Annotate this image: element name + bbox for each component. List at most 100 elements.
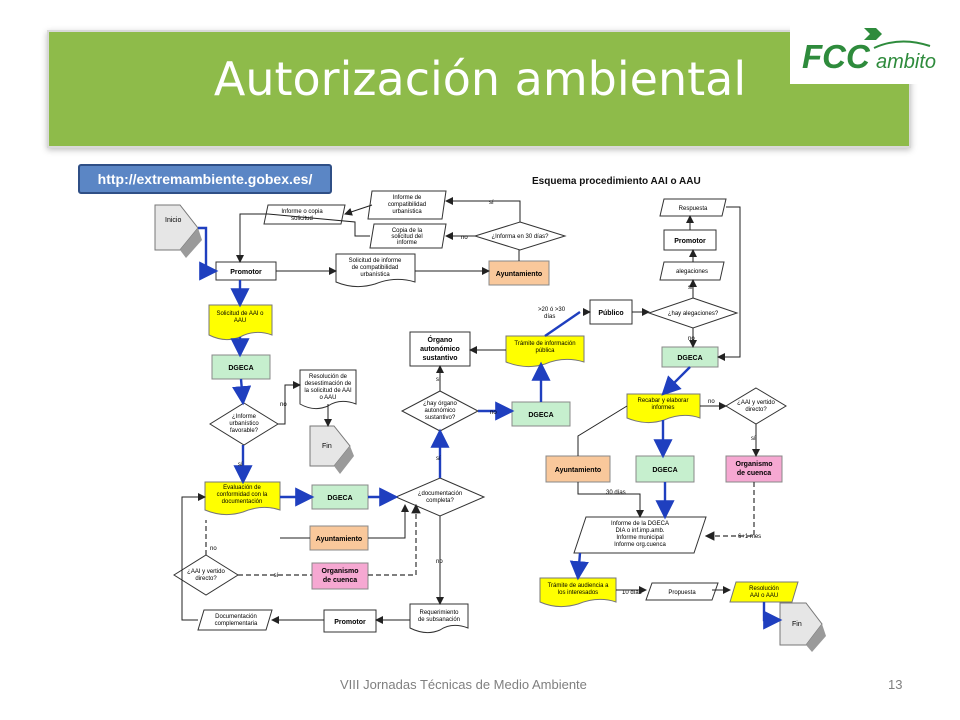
ayuntamiento-node-top: Ayuntamiento — [488, 260, 550, 286]
node-text: ¿AAI y vertido — [187, 569, 225, 575]
node-text: Público — [598, 310, 623, 317]
node-text: de compatibilidad — [352, 265, 399, 271]
node-text: Ayuntamiento — [496, 271, 542, 278]
edge-label: sí — [238, 462, 243, 468]
resolucion-aai-node: Resolución AAI o AAU — [729, 581, 799, 603]
node-text: Requerimiento — [419, 610, 459, 616]
node-text: Promotor — [230, 269, 262, 276]
node-text: Ayuntamiento — [555, 467, 601, 474]
node-text: la solicitud de AAI — [304, 388, 352, 394]
node-text: de cuenca — [323, 577, 357, 584]
dgeca-node-mid: DGECA — [511, 401, 571, 427]
promotor-node-top: Promotor — [215, 261, 277, 281]
node-text: Solicitud de informe — [349, 258, 402, 264]
node-text: solicitud del — [391, 234, 422, 240]
node-text: de cuenca — [737, 470, 771, 477]
requerimiento-subsanacion-node: Requerimiento de subsanación — [409, 603, 469, 634]
node-text: directo? — [195, 576, 217, 582]
fcc-ambito-logo: ambito FCC ambito — [790, 22, 938, 84]
publico-node: Público — [589, 299, 633, 325]
dgeca-node-right: DGECA — [661, 346, 719, 368]
edge-label: >20 ó >30 — [538, 307, 566, 313]
node-text: solicitud — [291, 216, 313, 222]
node-text: urbanístico — [229, 421, 259, 427]
organo-autonomico-node: Órgano autonómico sustantivo — [409, 331, 471, 367]
node-text: Documentación — [215, 614, 257, 620]
alegaciones-node: alegaciones — [659, 261, 725, 281]
svg-text:ambito: ambito — [876, 51, 936, 73]
node-text: Informe de la DGECA — [611, 521, 669, 527]
edge-label: sí — [751, 436, 756, 442]
organismo-cuenca-node-left: Organismo de cuenca — [311, 562, 369, 590]
node-text: Informe municipal — [616, 535, 663, 541]
node-text: conformidad con la — [217, 492, 268, 498]
diagram-title: Esquema procedimiento AAI o AAU — [532, 176, 701, 187]
edge-label: 6+1 mes — [738, 534, 761, 540]
node-text: compatibilidad — [388, 202, 426, 208]
node-text: autonómico — [424, 408, 456, 414]
node-text: Recabar y elaborar — [637, 398, 688, 404]
copia-solicitud-informe-node: Copia de la solicitud del informe — [369, 223, 447, 249]
propuesta-node: Propuesta — [645, 582, 719, 601]
edge-label: no — [436, 559, 443, 565]
node-text: urbanística — [392, 209, 422, 215]
hay-organo-decision: ¿hay órgano autonómico sustantivo? — [400, 390, 480, 432]
title-banner — [47, 30, 911, 148]
organismo-cuenca-node-right: Organismo de cuenca — [725, 455, 783, 483]
tramite-audiencia-node: Trámite de audiencia a los interesados — [539, 577, 617, 608]
node-text: completa? — [426, 498, 454, 504]
url-link[interactable]: http://extremambiente.gobex.es/ — [78, 164, 332, 194]
solicitud-informe-compat-node: Solicitud de informe de compatibilidad u… — [335, 253, 416, 288]
informe-dgeca-node: Informe de la DGECA DIA o inf.imp.amb. I… — [573, 516, 707, 554]
node-text: ¿Informe — [232, 414, 257, 420]
node-text: Órgano — [428, 335, 453, 344]
node-text: Ayuntamiento — [316, 536, 362, 543]
edge-label: no — [688, 336, 695, 342]
node-text: Informe org.cuenca — [614, 542, 666, 548]
edge-label: 10 días — [622, 590, 642, 596]
node-text: Resolución de — [309, 374, 348, 380]
node-text: pública — [535, 348, 555, 354]
node-text: autonómico — [420, 346, 460, 353]
informa-30-dias-decision: ¿Informa en 30 días? — [473, 221, 567, 251]
edge-label: no — [461, 235, 468, 241]
respuesta-node: Respuesta — [659, 198, 727, 217]
ayuntamiento-node-right: Ayuntamiento — [545, 455, 611, 483]
node-text: ¿Informa en 30 días? — [491, 234, 549, 240]
footer-text: VIII Jornadas Técnicas de Medio Ambiente — [340, 677, 587, 692]
dgeca-node-left: DGECA — [211, 354, 271, 380]
node-text: ¿AAI y vertido — [737, 400, 775, 406]
edge-label: no — [280, 402, 287, 408]
node-text: Promotor — [674, 238, 706, 245]
node-text: Copia de la — [392, 228, 423, 234]
node-text: Informe o copia — [281, 209, 323, 215]
node-text: DGECA — [652, 467, 677, 474]
edge-label: no — [708, 399, 715, 405]
node-text: de subsanación — [418, 617, 460, 623]
node-text: Trámite de audiencia a — [548, 583, 609, 589]
node-text: AAI o AAU — [750, 593, 778, 599]
page-number: 13 — [888, 677, 903, 692]
documentacion-complementaria-node: Documentación complementaria — [197, 609, 273, 631]
promotor-node-right: Promotor — [663, 229, 717, 251]
node-text: Evaluación de — [223, 485, 261, 491]
node-text: DGECA — [327, 495, 352, 502]
hay-alegaciones-decision: ¿hay alegaciones? — [647, 297, 739, 329]
node-text: ¿hay alegaciones? — [668, 311, 719, 317]
node-text: directo? — [745, 407, 767, 413]
node-text: informe — [397, 240, 418, 246]
informe-compatibilidad-node: Informe de compatibilidad urbanística — [367, 190, 447, 220]
node-text: Trámite de información — [514, 341, 575, 347]
tramite-info-publica-node: Trámite de información pública — [505, 335, 585, 368]
dgeca-node-bottom: DGECA — [311, 484, 369, 510]
edge-label: no — [210, 546, 217, 552]
edge-label: sí — [688, 285, 693, 291]
node-text: alegaciones — [676, 269, 708, 275]
aai-vertido-decision-right: ¿AAI y vertido directo? — [725, 387, 787, 425]
node-text: los interesados — [558, 590, 598, 596]
node-text: favorable? — [230, 428, 259, 434]
node-text: ¿documentación — [418, 491, 462, 497]
node-text: Organismo — [736, 461, 773, 468]
inicio-label: Inicio — [165, 217, 181, 224]
